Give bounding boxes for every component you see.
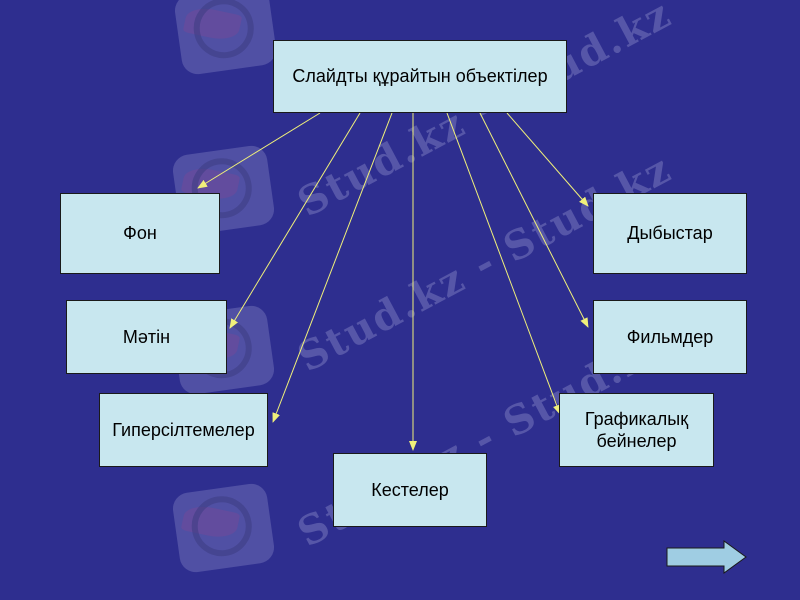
node-sounds: Дыбыстар <box>593 193 747 274</box>
root-node: Слайдты құрайтын объектілер <box>273 40 567 113</box>
arrow-right-icon[interactable] <box>666 540 748 574</box>
connector-to-graphics <box>446 112 561 415</box>
connector-to-hyperlinks <box>272 112 393 423</box>
node-films: Фильмдер <box>593 300 747 374</box>
node-fon: Фон <box>60 193 220 274</box>
connector-to-sounds <box>506 112 589 207</box>
node-hyperlinks: Гиперсілтемелер <box>99 393 268 467</box>
connector-to-films <box>479 112 589 328</box>
node-matin: Мәтін <box>66 300 227 374</box>
connector-to-fon <box>197 112 321 189</box>
node-tables: Кестелер <box>333 453 487 527</box>
node-graphics: Графикалық бейнелер <box>559 393 714 467</box>
connector-to-matin <box>229 112 361 329</box>
